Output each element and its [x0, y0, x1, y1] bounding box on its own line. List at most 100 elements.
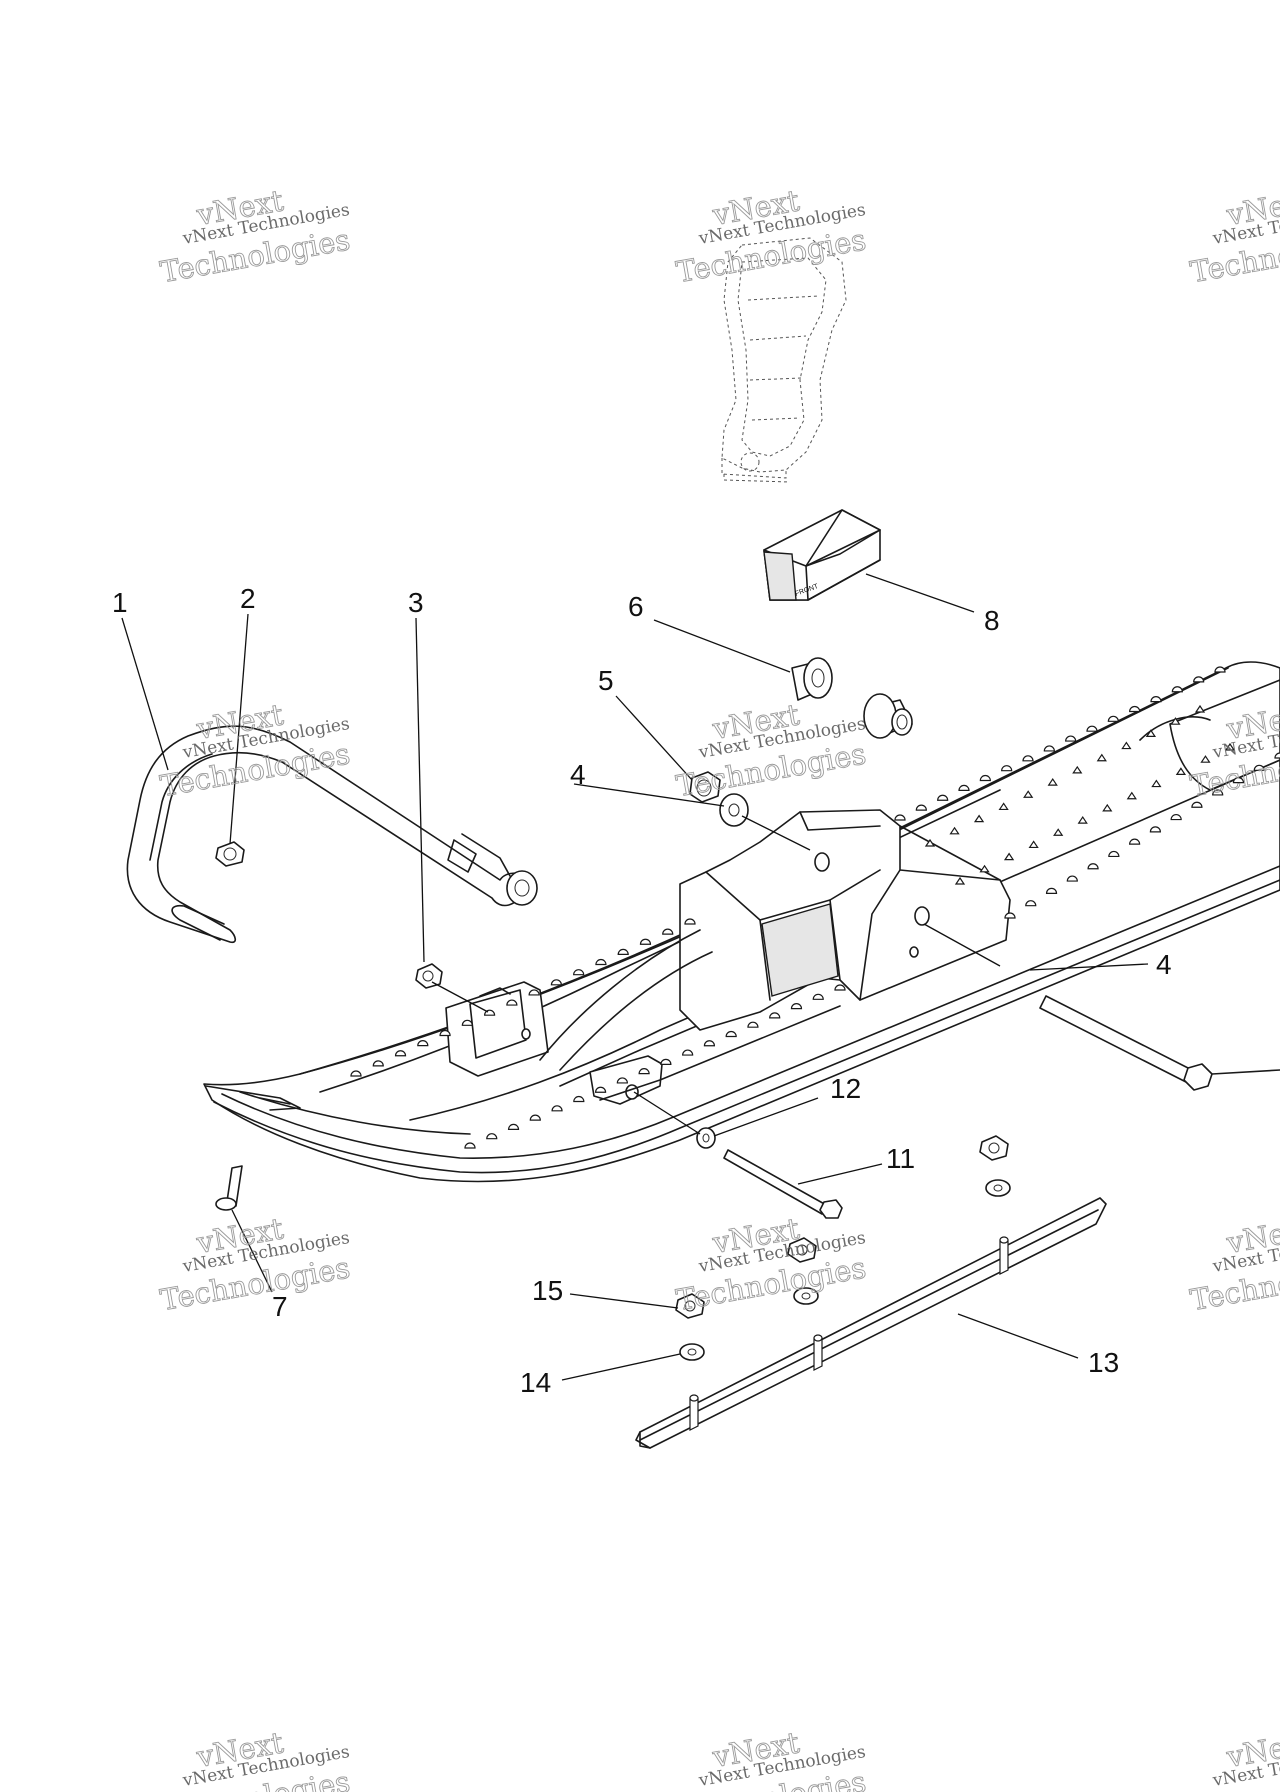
ski-stud: [1175, 767, 1187, 775]
callout-5: 5: [598, 665, 614, 696]
callout-7: 7: [272, 1291, 288, 1322]
part-runner-nut-b: [787, 1237, 817, 1263]
part-bolt-11: [723, 1149, 843, 1219]
ski-stud: [1145, 729, 1157, 737]
ski-stud: [1003, 852, 1015, 861]
ski-tooth: [573, 969, 585, 976]
ski-stud: [1023, 790, 1034, 798]
ski-tooth: [1022, 755, 1034, 762]
ski-tooth: [1232, 777, 1245, 784]
watermark-bottom-center: vNext vNext Technologies Technologies: [673, 1725, 869, 1792]
ski-tooth: [662, 928, 674, 935]
ski-tooth: [937, 794, 949, 801]
ski-tooth: [573, 1096, 585, 1103]
callout-1: 1: [112, 587, 128, 618]
ski-tooth: [1086, 725, 1098, 732]
part-runner-nut-a: [979, 1135, 1009, 1161]
part-shoulder-bolt: [791, 657, 833, 701]
ski-tooth: [1150, 696, 1162, 703]
ski-stud: [973, 814, 985, 823]
ski-stud: [998, 802, 1009, 811]
watermark-top-left: vNext vNext Technologies Technologies: [157, 183, 353, 290]
ski-tooth: [703, 1040, 716, 1047]
ski-stud: [1096, 753, 1107, 762]
ski-stud: [949, 826, 960, 835]
ski-stud: [1053, 828, 1064, 836]
watermark-mid-center: vNext vNext Technologies Technologies: [673, 697, 869, 804]
watermark-lower-center: vNext vNext Technologies Technologies: [673, 1211, 869, 1318]
ski-tooth: [372, 1060, 384, 1067]
ski-tooth: [894, 814, 906, 821]
ski-tooth: [1253, 764, 1265, 771]
ski-tooth: [1108, 850, 1120, 858]
ski-tooth: [682, 1049, 694, 1056]
part-bolt-7: [215, 1165, 243, 1211]
part-washer-12: [696, 1127, 716, 1149]
callout-4b: 4: [1156, 949, 1172, 980]
watermark-top-right: vNext vNext Technologies Technologies: [1187, 183, 1280, 290]
ski-tooth: [1149, 826, 1161, 833]
ski-stud: [954, 876, 966, 885]
ski-tooth: [1025, 900, 1037, 907]
ski-tooth: [725, 1030, 737, 1038]
part-bushing: [863, 693, 913, 739]
ski-tooth: [684, 918, 696, 925]
part-nut-5: [689, 771, 721, 803]
ski-tooth: [1193, 676, 1205, 683]
part-long-bolt: [1039, 995, 1280, 1091]
part-nut-15: [675, 1293, 705, 1319]
part-washer-14: [679, 1343, 705, 1361]
ski-stud: [1126, 791, 1137, 800]
callout-11: 11: [886, 1143, 915, 1174]
part-ski-body: [203, 661, 1280, 1183]
callout-15: 15: [532, 1275, 563, 1306]
callout-2: 2: [240, 583, 256, 614]
leader-lines: [121, 573, 1149, 1381]
ski-tooth: [1212, 789, 1224, 796]
ski-stud: [1102, 803, 1113, 812]
ski-tooth: [1001, 765, 1013, 772]
ski-tooth: [638, 1068, 650, 1075]
ski-tooth: [1171, 686, 1183, 693]
part-runner-washer-b: [793, 1287, 819, 1305]
ski-stud: [1121, 741, 1132, 750]
ski-tooth: [1129, 705, 1141, 713]
ski-tooth: [1087, 863, 1099, 870]
ski-bottom-teeth: [464, 752, 1280, 1149]
phantom-spindle: [721, 237, 847, 483]
ski-tooth: [486, 1133, 498, 1140]
callout-12: 12: [830, 1073, 861, 1104]
ski-stud: [1072, 765, 1083, 774]
ski-tooth: [1065, 735, 1077, 742]
ski-tooth: [1274, 752, 1280, 759]
ski-tooth: [616, 1077, 628, 1084]
ski-tooth: [979, 775, 991, 782]
ski-stud: [1077, 816, 1088, 824]
ski-tooth: [1170, 814, 1182, 821]
watermark-bottom-right: vNext vNext Technologies Technologies: [1187, 1725, 1280, 1792]
ski-tooth: [958, 784, 970, 791]
part-runner-washer-a: [985, 1179, 1011, 1197]
callout-13: 13: [1088, 1347, 1119, 1378]
ski-tooth: [595, 959, 607, 966]
watermark-bottom-left: vNext vNext Technologies Technologies: [157, 1725, 353, 1792]
ski-tooth: [1066, 875, 1078, 882]
ski-tooth: [350, 1070, 362, 1077]
ski-tooth: [790, 1003, 803, 1010]
part-wear-block: FRONT: [763, 509, 881, 601]
ski-tooth: [464, 1142, 476, 1149]
callout-4a: 4: [570, 759, 586, 790]
callout-8: 8: [984, 605, 1000, 636]
ski-tooth: [747, 1021, 759, 1028]
part-runner: [635, 1197, 1107, 1449]
ski-tooth: [769, 1012, 781, 1019]
ski-tooth: [1129, 838, 1141, 845]
ski-stud: [1224, 742, 1236, 751]
ski-tooth: [394, 1050, 407, 1057]
part-washer-4a: [719, 793, 749, 827]
ski-tooth: [639, 938, 652, 945]
ski-tooth: [507, 1123, 520, 1131]
ski-stud: [924, 838, 936, 847]
ski-stud: [1047, 778, 1058, 786]
